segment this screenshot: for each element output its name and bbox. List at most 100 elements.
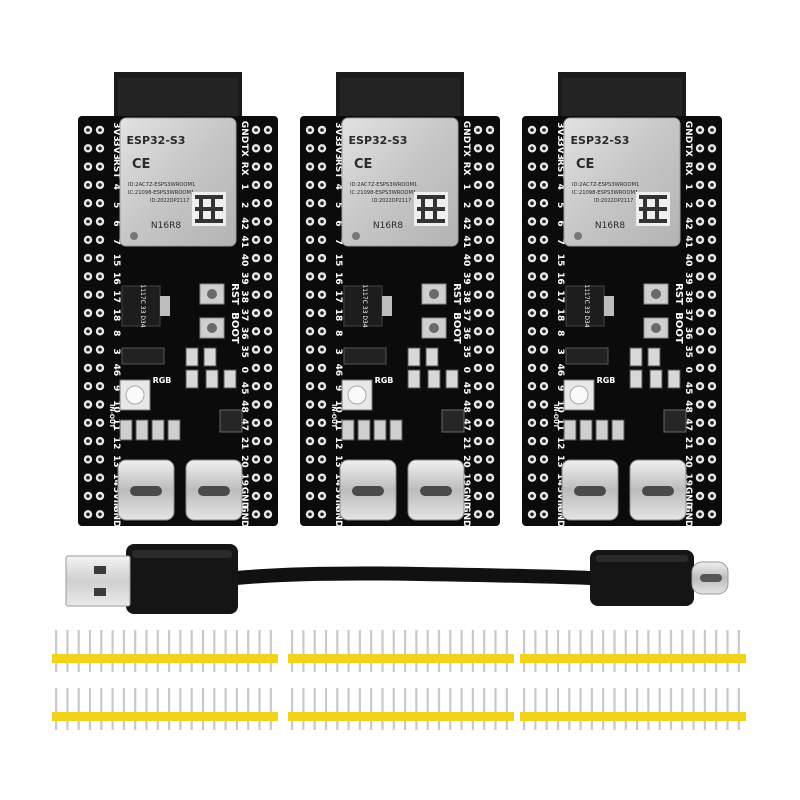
in-out-label: IN-OUT <box>330 404 337 429</box>
pin-label-right: TX <box>239 144 249 157</box>
pin-label-left: 6 <box>333 220 343 226</box>
qr-module <box>219 219 223 223</box>
qr-module <box>441 195 445 199</box>
header-pin <box>88 688 92 730</box>
pin-label-left: 16 <box>555 272 565 285</box>
pin-hole-center <box>86 238 90 242</box>
button-rst-cap <box>429 289 439 299</box>
rgb-label: RGB <box>153 376 172 385</box>
pin-hole-center <box>98 512 102 517</box>
pin-hole-center <box>542 311 546 315</box>
pin-hole-center <box>308 146 312 151</box>
qr-module <box>433 215 437 219</box>
qr-module <box>433 203 437 207</box>
header-pin <box>392 688 395 730</box>
header-pin <box>381 688 384 730</box>
capacitor <box>151 419 165 441</box>
rgb-label: RGB <box>375 376 394 385</box>
pin-label-left: RST <box>111 159 121 179</box>
pin-hole-center <box>86 201 90 205</box>
qr-module <box>203 219 207 223</box>
pin-label-right: 1 <box>683 184 693 190</box>
pin-hole-center <box>488 274 492 279</box>
header-pin <box>111 630 114 672</box>
qr-module <box>663 219 667 223</box>
pin-hole-center <box>542 366 546 370</box>
qr-module <box>643 203 647 207</box>
pin-hole-center <box>320 238 324 242</box>
qr-module <box>199 203 203 207</box>
pin-label-left: 14 <box>333 473 343 486</box>
pin-hole-center <box>320 475 324 480</box>
qr-module <box>655 203 659 207</box>
smd-component <box>185 369 199 389</box>
qr-module <box>663 195 667 199</box>
header-pin <box>224 688 227 730</box>
pin-hole-center <box>530 146 534 151</box>
pin-label-left: 9 <box>111 385 121 391</box>
pin-label-left: 3V3 <box>333 141 343 161</box>
capacitor <box>357 419 371 441</box>
smd-component <box>647 347 661 367</box>
pin-hole-center <box>254 421 258 425</box>
pin-hole-center <box>98 457 102 462</box>
pin-hole-center <box>266 292 270 297</box>
header-pin <box>460 688 463 730</box>
module-date-line: ID:2022DP2117 <box>150 198 189 204</box>
qr-module <box>647 219 651 223</box>
qr-module <box>429 219 433 223</box>
header-pin <box>190 630 193 672</box>
pin-hole-center <box>710 402 714 407</box>
pin-label-left: 5Vin <box>111 487 121 510</box>
header-pin <box>213 688 216 730</box>
qr-module <box>437 219 441 223</box>
pin-hole-center <box>86 457 90 462</box>
pin-label-right: GND <box>239 505 249 527</box>
pin-hole-center <box>542 292 546 297</box>
pin-hole-center <box>98 219 102 224</box>
pin-label-right: RX <box>683 162 693 176</box>
pin-hole-center <box>476 457 480 462</box>
usb-c-opening <box>352 486 384 496</box>
pin-label-right: 2 <box>683 202 693 208</box>
pin-hole-center <box>308 384 312 389</box>
header-pin <box>77 630 80 672</box>
header-pin <box>523 688 526 730</box>
header-pin <box>247 688 250 730</box>
pin-hole-center <box>710 256 714 260</box>
pin-label-left: GND <box>111 505 121 527</box>
pin-label-left: 5Vin <box>555 487 565 510</box>
header-pin <box>556 630 560 672</box>
header-pin <box>404 688 407 730</box>
pin-hole-center <box>530 238 534 242</box>
smd-component <box>629 347 643 367</box>
header-pin <box>55 688 58 730</box>
smd-component <box>427 369 441 389</box>
qr-module <box>211 199 215 203</box>
qr-module <box>421 211 425 215</box>
pin-hole-center <box>254 292 258 297</box>
pin-hole-center <box>542 439 546 443</box>
rgb-led <box>341 379 373 411</box>
smd-component <box>667 369 681 389</box>
header-pin <box>145 630 148 672</box>
pin-hole-center <box>320 512 324 517</box>
header-pin <box>156 630 159 672</box>
pin-hole-center <box>266 256 270 260</box>
header-pin <box>545 630 548 672</box>
pin-hole-center <box>710 201 714 205</box>
qr-module <box>421 199 425 203</box>
usb-c-connector-housing <box>590 550 694 606</box>
pin-label-right: GND <box>683 505 693 527</box>
pin-label-left: 7 <box>555 239 565 245</box>
pin-hole-center <box>710 457 714 462</box>
pin-hole-center <box>98 292 102 297</box>
module-title: ESP32-S3 <box>571 134 630 147</box>
pin-hole-center <box>320 128 324 132</box>
pin-hole-center <box>476 146 480 151</box>
pin-label-right: 0 <box>461 367 471 373</box>
pin-hole-center <box>542 512 546 517</box>
header-pin <box>179 630 182 672</box>
qr-module <box>215 207 219 211</box>
pin-hole-center <box>86 402 90 407</box>
